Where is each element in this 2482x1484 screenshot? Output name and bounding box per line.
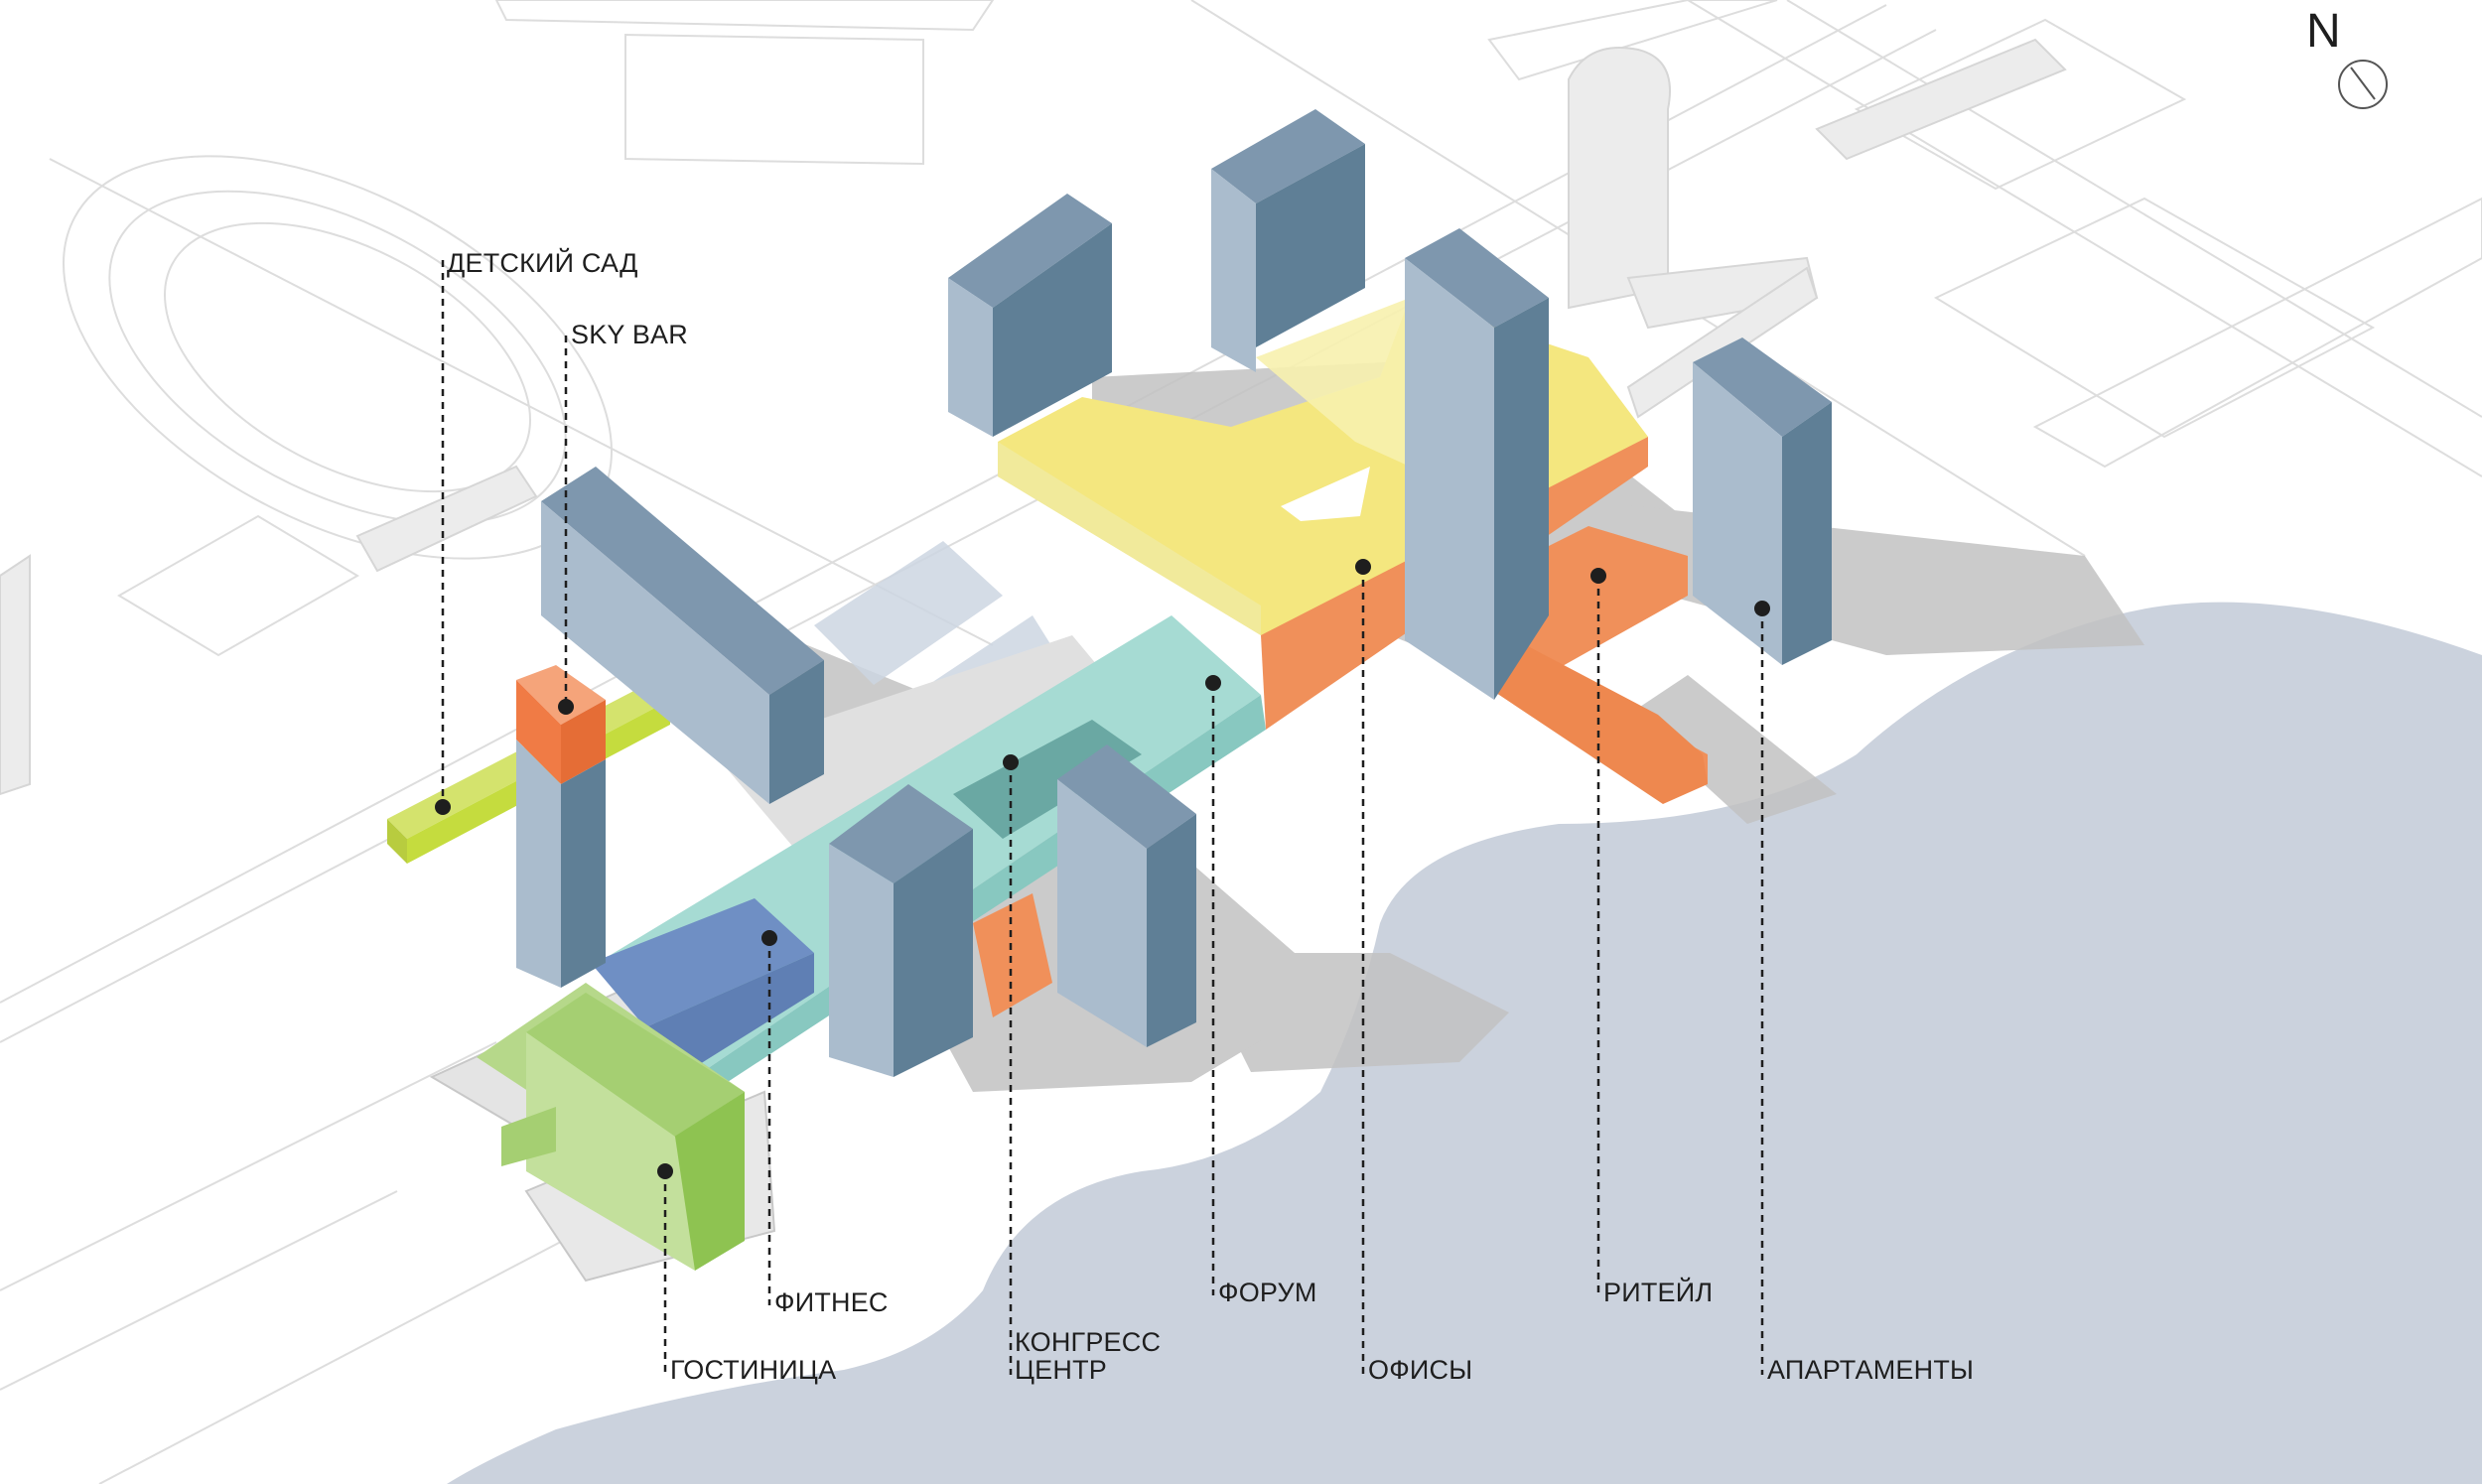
leader-dots xyxy=(435,559,1770,1179)
label-hotel: ГОСТИНИЦА xyxy=(670,1355,837,1385)
label-offices: ОФИСЫ xyxy=(1368,1355,1473,1385)
label-sky-bar: SKY BAR xyxy=(571,320,688,349)
tower-main-office xyxy=(1405,228,1549,700)
north-arrow-icon xyxy=(2338,60,2388,109)
hotel-block xyxy=(477,983,745,1271)
context-buildings xyxy=(0,38,2067,796)
tower-nw-1 xyxy=(948,194,1112,437)
west-slab-building xyxy=(541,467,824,804)
tower-fitness xyxy=(829,784,973,1077)
leader-lines xyxy=(441,260,1764,1375)
label-congress-line2: ЦЕНТР xyxy=(1015,1355,1107,1385)
label-fitness: ФИТНЕС xyxy=(774,1287,889,1317)
tower-congress xyxy=(1057,744,1196,1047)
label-congress-line1: КОНГРЕСС xyxy=(1015,1327,1162,1357)
sky-bar-tower xyxy=(516,665,606,988)
label-forum: ФОРУМ xyxy=(1218,1278,1317,1307)
tower-apartments xyxy=(1693,337,1832,665)
label-retail: РИТЕЙЛ xyxy=(1603,1278,1714,1307)
north-label: N xyxy=(2306,5,2341,58)
tower-nw-2 xyxy=(1211,109,1365,372)
label-kindergarten: ДЕТСКИЙ САД xyxy=(447,248,638,278)
label-apartments: АПАРТАМЕНТЫ xyxy=(1767,1355,1975,1385)
fitness-block xyxy=(591,898,814,1067)
